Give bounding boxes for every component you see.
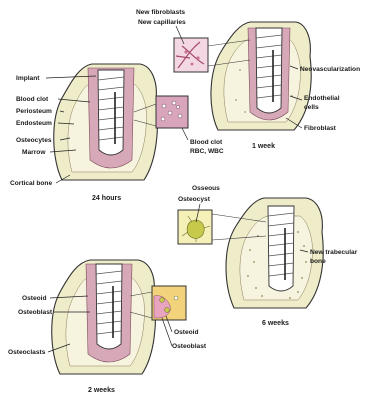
- label-cortical-bone: Cortical bone: [10, 180, 52, 187]
- caption-2-weeks: 2 weeks: [88, 387, 115, 394]
- label-neovascularization: Neovascularization: [300, 66, 360, 73]
- label-osteocytes: Osteocytes: [16, 137, 52, 144]
- inset-label-new-fibroblasts: New fibroblasts: [136, 9, 185, 16]
- label-cells: cells: [304, 104, 319, 111]
- caption-24-hours: 24 hours: [92, 195, 121, 202]
- label-implant: Implant: [16, 75, 40, 82]
- label-osteoblast: Osteoblast: [18, 309, 53, 316]
- label-periosteum: Periosteum: [16, 108, 52, 115]
- label-osteoid: Osteoid: [22, 295, 47, 302]
- implant-2-weeks: [96, 264, 122, 349]
- label-marrow: Marrow: [22, 149, 46, 156]
- label-new-trabecular: New trabecular: [310, 249, 358, 256]
- implant-1-week: [256, 28, 282, 113]
- implant-24-hours: [98, 70, 124, 155]
- stage-2-weeks: Osteoid Osteoblast Osteoid Osteoblast Os…: [8, 260, 207, 394]
- label-osteoclasts: Osteoclasts: [8, 349, 46, 356]
- label-fibroblast: Fibroblast: [304, 125, 337, 132]
- caption-6-weeks: 6 weeks: [262, 320, 289, 327]
- label-endosteum: Endosteum: [16, 120, 52, 127]
- inset-label-osteoid: Osteoid: [174, 329, 199, 336]
- stage-24-hours: Implant Blood clot Periosteum Endosteum …: [10, 64, 224, 202]
- implant-6-weeks: [268, 206, 294, 291]
- label-bone: bone: [310, 258, 326, 265]
- inset-label-rbc-wbc: RBC, WBC: [190, 148, 224, 155]
- stage-6-weeks: Osseous Osteocyst New trabecular bone 6 …: [178, 185, 358, 327]
- caption-1-week: 1 week: [252, 143, 275, 150]
- stage-1-week: New fibroblasts New capillaries Neovascu…: [136, 9, 360, 150]
- inset-label-osteoblast: Osteoblast: [172, 343, 207, 350]
- inset-label-osseous: Osseous: [192, 185, 220, 192]
- label-endothelial: Endothelial: [304, 95, 340, 102]
- inset-label-blood-clot: Blood clot: [190, 139, 223, 146]
- inset-label-osteocyst: Osteocyst: [178, 196, 211, 203]
- inset-label-new-capillaries: New capillaries: [138, 19, 186, 26]
- label-blood-clot: Blood clot: [16, 96, 49, 103]
